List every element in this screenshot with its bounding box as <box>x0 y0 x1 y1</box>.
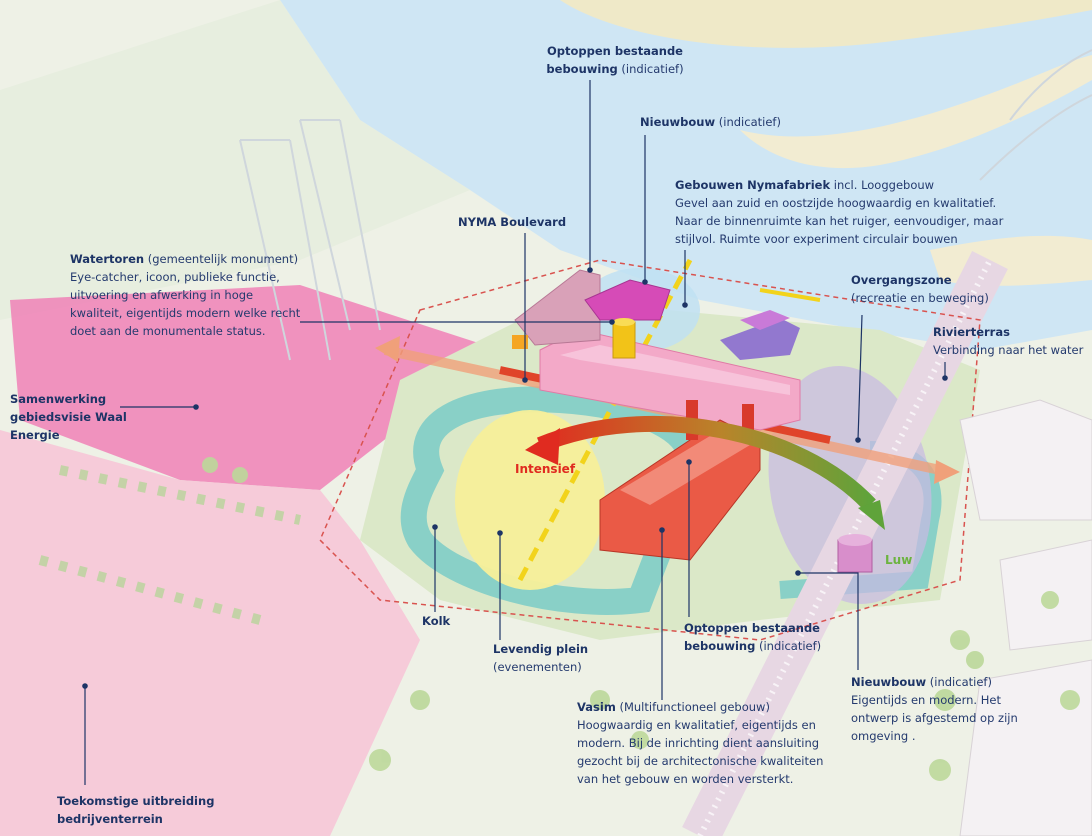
intensief-arrowhead <box>525 428 560 465</box>
label-nieuwbouw-top-note: (indicatief) <box>718 115 781 129</box>
label-optoppen-top-title2: bebouwing <box>546 62 618 76</box>
label-vasim-line: modern. Bij de inrichting dient aansluit… <box>577 736 820 750</box>
label-nieuwbouw-bottom-line: Eigentijds en modern. Het <box>851 693 1001 707</box>
land-upper-left <box>0 0 470 320</box>
label-rivierterras: Rivierterras Verbinding naar het water <box>933 323 1083 359</box>
label-vasim-line: van het gebouw en worden versterkt. <box>577 772 794 786</box>
tree-row-left <box>38 465 302 625</box>
label-nymafabriek-note: incl. Looggebouw <box>833 178 935 192</box>
leader-lines <box>84 80 946 785</box>
boulevard-arrow-right <box>934 460 960 484</box>
label-samenwerking: Samenwerking gebiedsvisie Waal Energie <box>10 390 127 444</box>
river-bank-sand-2 <box>740 55 1092 169</box>
watertoren <box>612 321 636 359</box>
label-optoppen-bottom-title2: bebouwing <box>684 639 756 653</box>
label-vasim-title: Vasim <box>577 700 616 714</box>
label-nieuwbouw-top-title: Nieuwbouw <box>640 115 716 129</box>
label-nieuwbouw-bottom-line: ontwerp is afgestemd op zijn <box>851 711 1018 725</box>
label-intensief: Intensief <box>515 462 576 476</box>
label-overgangszone-title: Overgangszone <box>851 273 952 287</box>
vasim-tower-2 <box>742 404 754 434</box>
tree-clusters <box>202 457 1080 781</box>
label-nymafabriek: Gebouwen Nymafabriek incl. Looggebouw Ge… <box>675 176 1005 248</box>
label-kolk-title: Kolk <box>422 614 451 628</box>
label-watertoren-line: kwaliteit, eigentijds modern welke recht <box>70 306 301 320</box>
nieuwbouw-top-building <box>584 279 671 321</box>
label-nieuwbouw-top: Nieuwbouw (indicatief) <box>640 113 781 131</box>
label-vasim: Vasim (Multifunctioneel gebouw) Hoogwaar… <box>577 698 837 788</box>
label-nieuwbouw-bottom: Nieuwbouw (indicatief) Eigentijds en mod… <box>851 673 1021 745</box>
river-water <box>280 0 1092 350</box>
label-luw: Luw <box>885 553 913 567</box>
label-levendig-plein-line: (evenementen) <box>493 660 582 674</box>
label-optoppen-top: Optoppen bestaande bebouwing (indicatief… <box>540 42 690 78</box>
label-optoppen-bottom-title: Optoppen bestaande <box>684 621 820 635</box>
label-watertoren-line: uitvoering en afwerking in hoge <box>70 288 254 302</box>
label-levendig-plein: Levendig plein (evenementen) <box>493 640 588 676</box>
plan-boundary <box>319 259 981 641</box>
label-rivierterras-title: Rivierterras <box>933 325 1010 339</box>
label-optoppen-top-title: Optoppen bestaande <box>547 44 683 58</box>
leader-overgangszone <box>857 314 863 441</box>
label-watertoren-line: doet aan de monumentale status. <box>70 324 266 338</box>
watertoren-top <box>613 318 635 326</box>
railway-tracks <box>697 258 993 836</box>
label-optoppen-bottom-note: (indicatief) <box>759 639 822 653</box>
label-nyma-boulevard: NYMA Boulevard <box>458 213 566 231</box>
label-toekomstige-line: bedrijventerrein <box>57 812 163 826</box>
label-samenwerking-line: Energie <box>10 428 60 442</box>
nieuwbouw-bottom-cylinder-top <box>838 534 872 546</box>
label-toekomstige: Toekomstige uitbreiding bedrijventerrein <box>57 792 214 828</box>
label-optoppen-bottom: Optoppen bestaande bebouwing (indicatief… <box>684 619 844 655</box>
bridge-pylons <box>239 49 1092 361</box>
label-kolk: Kolk <box>422 612 450 630</box>
label-watertoren: Watertoren (gemeentelijk monument) Eye-c… <box>70 250 320 340</box>
leader-dots <box>82 267 948 689</box>
watertoren-base <box>512 335 528 349</box>
label-nieuwbouw-bottom-line: omgeving . <box>851 729 916 743</box>
label-vasim-line: Hoogwaardig en kwalitatief, eigentijds e… <box>577 718 816 732</box>
label-samenwerking-line: Samenwerking <box>10 392 107 406</box>
label-vasim-line: gezocht bij de architectonische kwalitei… <box>577 754 824 768</box>
label-watertoren-title: Watertoren <box>70 252 145 266</box>
label-nymafabriek-line: stijlvol. Ruimte voor experiment circula… <box>675 232 958 246</box>
label-levendig-plein-title: Levendig plein <box>493 642 589 656</box>
label-nieuwbouw-bottom-title: Nieuwbouw <box>851 675 927 689</box>
levendig-plein-area <box>455 410 605 590</box>
purple-building-1 <box>720 318 800 360</box>
pink-zone-samenwerking <box>10 285 500 490</box>
luw-arrowhead <box>858 500 885 530</box>
label-overgangszone: Overgangszone (recreatie en beweging) <box>851 271 989 307</box>
label-vasim-note: (Multifunctioneel gebouw) <box>619 700 770 714</box>
label-overgangszone-line: (recreatie en beweging) <box>851 291 989 305</box>
leader-nieuwbouw-bottom <box>798 572 859 670</box>
vasim-building-top <box>620 430 750 505</box>
route-yellow-2 <box>759 288 821 302</box>
label-optoppen-top-note: (indicatief) <box>621 62 684 76</box>
label-watertoren-line: Eye-catcher, icoon, publieke functie, <box>70 270 280 284</box>
label-rivierterras-line: Verbinding naar het water <box>933 343 1084 357</box>
label-nieuwbouw-bottom-note: (indicatief) <box>929 675 992 689</box>
river-bank-sand <box>560 0 1092 48</box>
boulevard-arrow-left <box>375 336 400 362</box>
label-toekomstige-line: Toekomstige uitbreiding <box>57 794 215 808</box>
label-watertoren-note: (gemeentelijk monument) <box>147 252 299 266</box>
label-nymafabriek-title: Gebouwen Nymafabriek <box>675 178 831 192</box>
purple-building-2 <box>740 310 790 330</box>
label-nymafabriek-line: Gevel aan zuid en oostzijde hoogwaardig … <box>675 196 997 210</box>
label-samenwerking-line: gebiedsvisie Waal <box>10 410 127 424</box>
intensief-luw-arrow <box>536 415 876 511</box>
pink-zone-toekomstige <box>0 430 420 836</box>
label-nyma-boulevard-title: NYMA Boulevard <box>458 215 567 229</box>
label-nymafabriek-line: Naar de binnenruimte kan het ruiger, een… <box>675 214 1004 228</box>
